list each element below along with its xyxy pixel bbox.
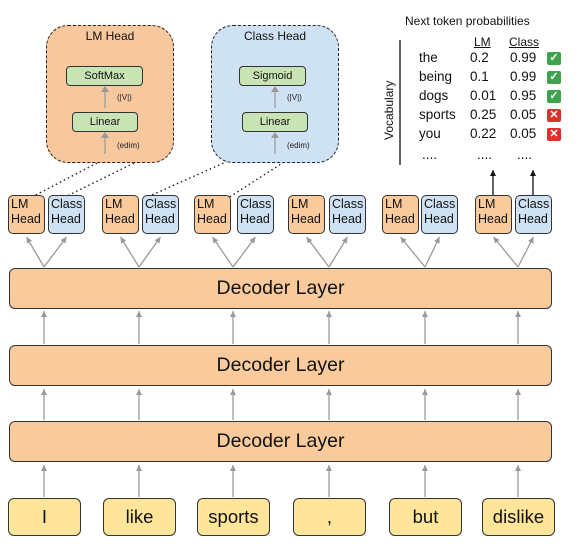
- class-vocab-dim: (|V|): [287, 93, 302, 102]
- class-linear-block: Linear: [242, 112, 308, 132]
- vocabulary-axis-label: Vocabulary: [382, 80, 396, 140]
- flow-arrow: [517, 236, 535, 268]
- lm-ellipsis: ....: [477, 147, 493, 162]
- head-label-line: Head: [291, 212, 321, 226]
- prob-lm-cell: 0.25: [470, 107, 497, 122]
- decoder-layer-1: Decoder Layer: [9, 268, 552, 309]
- lm-detail-arrows: [101, 86, 109, 154]
- check-icon: ✓: [547, 71, 561, 84]
- head-label-line: LM: [105, 197, 123, 211]
- head-label-line: Head: [332, 212, 362, 226]
- flow-arrow: [119, 236, 140, 268]
- flow-arrow: [492, 236, 519, 268]
- head-label-line: LM: [291, 197, 309, 211]
- prob-cls-cell: 0.99: [510, 50, 537, 65]
- head-label-line: Class: [424, 197, 456, 211]
- head-label-line: Head: [518, 212, 548, 226]
- prob-word-cell: sports: [419, 107, 456, 122]
- probabilities-title: Next token probabilities: [405, 14, 530, 28]
- lm-vocab-dim: (|V|): [117, 93, 132, 102]
- head-label-line: LM: [11, 197, 29, 211]
- flow-arrow: [399, 236, 426, 268]
- prob-cls-cell: 0.95: [510, 88, 537, 103]
- head-label-line: Class: [51, 197, 83, 211]
- column-header-lm: LM: [474, 35, 491, 49]
- token-6: dislike: [482, 498, 555, 536]
- vocab-ellipsis: ....: [422, 147, 438, 162]
- lm-edim-dim: (edim): [117, 141, 140, 150]
- head-label-line: LM: [478, 197, 496, 211]
- prob-lm-cell: 0.22: [470, 126, 497, 141]
- class-head-detail-title: Class Head: [243, 29, 307, 43]
- flow-arrow: [424, 236, 441, 268]
- lm-head-detail: LM Head SoftMax (|V|) Linear (edim): [46, 25, 174, 163]
- flow-arrow: [232, 236, 257, 268]
- cross-icon: ✕: [547, 109, 561, 122]
- class-detail-arrows: [271, 86, 279, 154]
- column-header-class: Class: [509, 35, 540, 49]
- decoder-layer-3: Decoder Layer: [9, 421, 552, 462]
- softmax-block: SoftMax: [66, 66, 143, 86]
- token-2: like: [103, 498, 176, 536]
- prob-word-cell: being: [419, 69, 453, 84]
- prob-word-cell: you: [419, 126, 441, 141]
- prob-cls-cell: 0.99: [510, 69, 537, 84]
- prob-cls-cell: 0.05: [510, 126, 537, 141]
- token-3: sports: [197, 498, 270, 536]
- class-ellipsis: ....: [517, 147, 533, 162]
- flow-arrow: [43, 236, 68, 268]
- cross-icon: ✕: [547, 128, 561, 141]
- head-label-line: Head: [478, 212, 508, 226]
- class-edim-dim: (edim): [287, 141, 310, 150]
- flow-arrow: [211, 236, 234, 268]
- prob-word-cell: dogs: [419, 88, 449, 103]
- head-label-line: Head: [11, 212, 41, 226]
- flow-arrow: [138, 236, 162, 268]
- flow-arrow: [305, 236, 330, 268]
- token-5: but: [389, 498, 462, 536]
- check-icon: ✓: [547, 52, 561, 65]
- lm-head-detail-title: LM Head: [85, 29, 135, 43]
- prob-lm-cell: 0.1: [470, 69, 489, 84]
- prob-cls-cell: 0.05: [510, 107, 537, 122]
- decoder-layer-2: Decoder Layer: [9, 345, 552, 386]
- head-label-line: Head: [424, 212, 454, 226]
- head-label-line: Head: [145, 212, 175, 226]
- head-label-line: Head: [197, 212, 227, 226]
- head-label-line: Class: [518, 197, 550, 211]
- head-label-line: Class: [240, 197, 272, 211]
- token-1: I: [8, 498, 81, 536]
- class-head-detail: Class Head Sigmoid (|V|) Linear (edim): [211, 25, 339, 163]
- flow-arrow: [328, 236, 349, 268]
- token-4: ,: [293, 498, 366, 536]
- head-label-line: LM: [197, 197, 215, 211]
- head-label-line: LM: [385, 197, 403, 211]
- prob-lm-cell: 0.01: [470, 88, 497, 103]
- prob-word-cell: the: [419, 50, 438, 65]
- flow-arrow: [25, 236, 45, 268]
- check-icon: ✓: [547, 90, 561, 103]
- head-label-line: Head: [240, 212, 270, 226]
- head-label-line: Class: [145, 197, 177, 211]
- lm-linear-block: Linear: [72, 112, 138, 132]
- head-label-line: Head: [51, 212, 81, 226]
- head-label-line: Class: [332, 197, 364, 211]
- head-label-line: Head: [105, 212, 135, 226]
- head-label-line: Head: [385, 212, 415, 226]
- prob-lm-cell: 0.2: [470, 50, 489, 65]
- sigmoid-block: Sigmoid: [239, 66, 306, 86]
